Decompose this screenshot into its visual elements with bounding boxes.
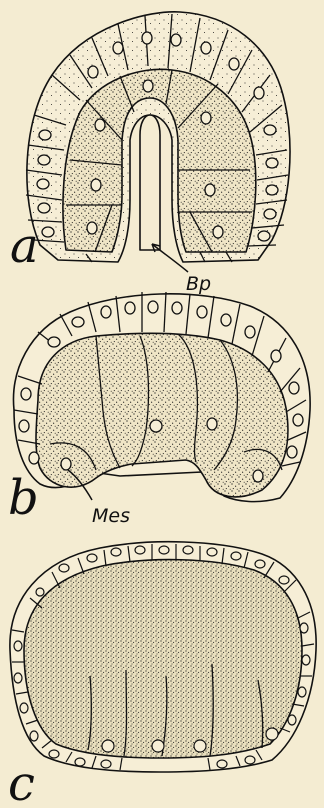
label-bp: Bp: [186, 273, 211, 295]
panel-a-gastrula: [26, 12, 290, 272]
panel-letter-c: c: [8, 756, 35, 808]
panel-b-embryo: [13, 292, 310, 502]
panel-letter-a: a: [10, 218, 39, 274]
label-mes: Mes: [92, 505, 130, 527]
panel-a-blastopore-slit: [140, 115, 160, 250]
panel-letter-b: b: [8, 470, 39, 526]
panel-c-endomesoderm-mass: [24, 560, 302, 758]
panel-c-embryo: [10, 542, 316, 772]
